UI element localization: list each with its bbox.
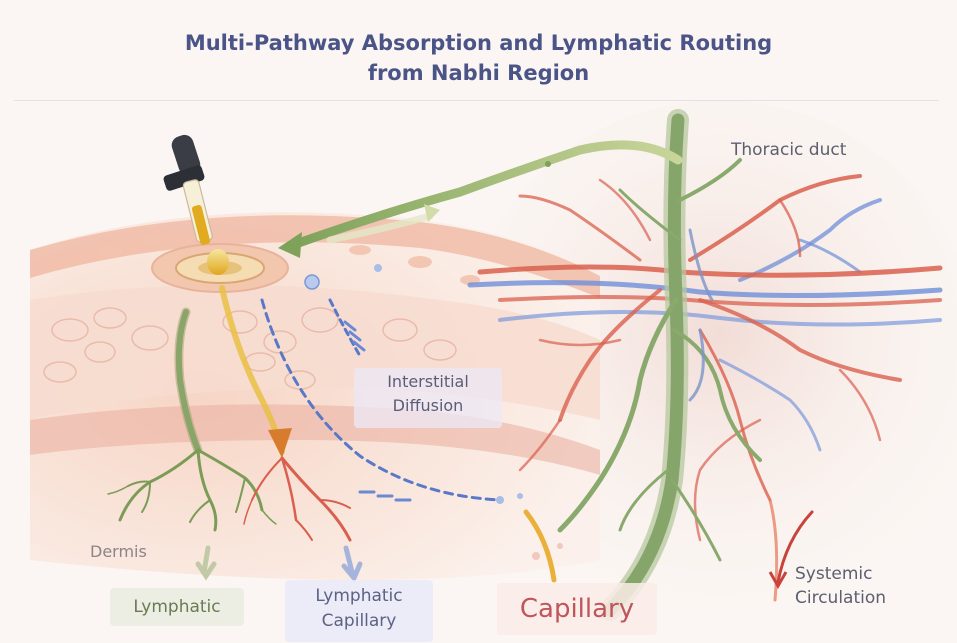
- capillary-label: Capillary: [497, 583, 657, 635]
- systemic-label-line-2: Circulation: [795, 586, 886, 610]
- interstitial-label-line-1: Interstitial: [354, 370, 502, 394]
- title-line-2: from Nabhi Region: [0, 58, 957, 88]
- title-line-1: Multi-Pathway Absorption and Lymphatic R…: [0, 28, 957, 58]
- interstitial-diffusion-label: Interstitial Diffusion: [354, 368, 502, 428]
- systemic-circulation-label: Systemic Circulation: [795, 562, 886, 610]
- lymphatic-capillary-label-line-2: Capillary: [285, 609, 433, 634]
- systemic-label-line-1: Systemic: [795, 562, 886, 586]
- diagram-title: Multi-Pathway Absorption and Lymphatic R…: [0, 28, 957, 88]
- thoracic-duct-label: Thoracic duct: [731, 140, 846, 160]
- lymphatic-capillary-label: Lymphatic Capillary: [285, 580, 433, 642]
- dermis-label: Dermis: [90, 542, 147, 561]
- lymphatic-label: Lymphatic: [110, 588, 244, 626]
- interstitial-label-line-2: Diffusion: [354, 394, 502, 418]
- title-divider: [14, 100, 939, 101]
- lymphatic-capillary-label-line-1: Lymphatic: [285, 584, 433, 609]
- oil-drop-icon: [207, 249, 229, 275]
